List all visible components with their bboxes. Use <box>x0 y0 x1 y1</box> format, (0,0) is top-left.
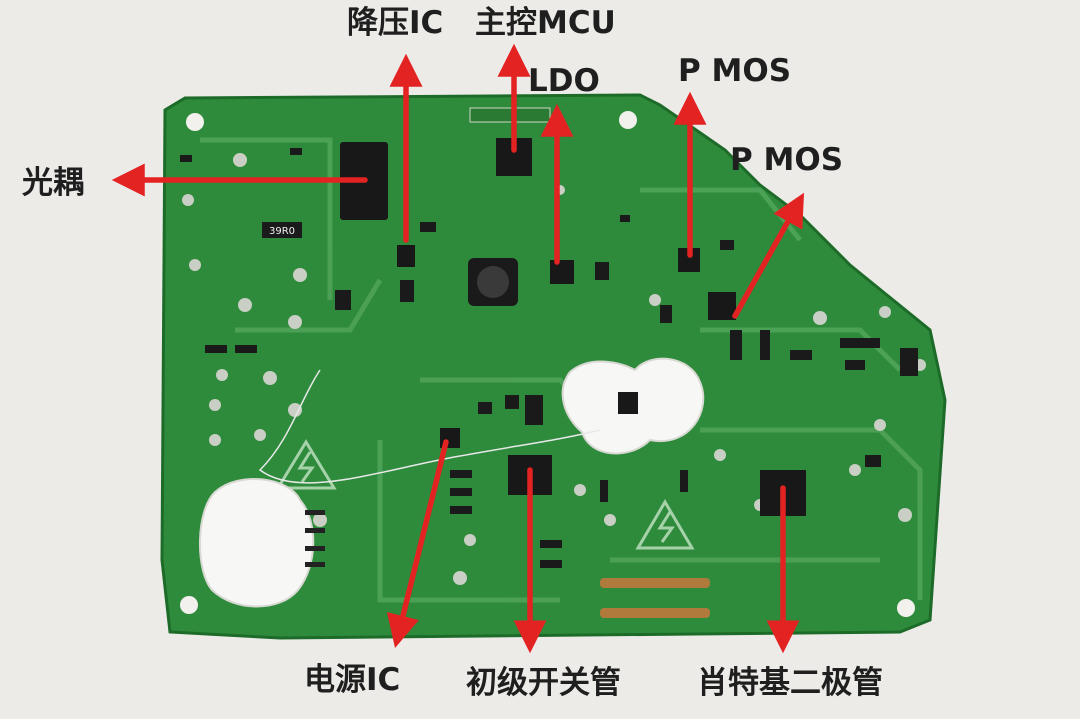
glue-embedded-component <box>618 392 638 414</box>
label-schottky-diode: 肖特基二极管 <box>697 665 883 701</box>
annotation-arrows <box>111 43 805 654</box>
solder-joints <box>182 153 926 585</box>
label-buck-ic: 降压IC <box>347 5 444 41</box>
label-p-mos-2: P MOS <box>730 142 844 178</box>
label-optocoupler: 光耦 <box>22 165 84 201</box>
resistor-code: 39R0 <box>269 226 295 237</box>
pmos-2-chip <box>708 292 736 320</box>
component-leads <box>305 510 325 567</box>
ldo-chip <box>550 260 574 284</box>
resistor-39r0 <box>262 222 302 238</box>
thin-wire <box>258 369 601 484</box>
label-ldo: LDO <box>528 63 600 99</box>
label-p-mos-1: P MOS <box>678 53 792 89</box>
hv-warning-icon <box>275 439 695 550</box>
smd-components <box>180 148 918 568</box>
inductor-core <box>477 266 509 298</box>
silicone-glue-left <box>198 478 315 608</box>
label-main-mcu: 主控MCU <box>475 5 616 41</box>
header-pins <box>469 107 551 123</box>
label-primary-switch: 初级开关管 <box>466 665 621 701</box>
label-power-ic: 电源IC <box>304 662 401 698</box>
arrow-pmos-2 <box>732 192 805 319</box>
buck-ic-chip <box>397 245 415 267</box>
mounting-holes <box>180 111 915 617</box>
copper-pads <box>600 578 710 618</box>
arrow-power-ic <box>386 439 449 649</box>
pmos-1-chip <box>678 248 700 272</box>
